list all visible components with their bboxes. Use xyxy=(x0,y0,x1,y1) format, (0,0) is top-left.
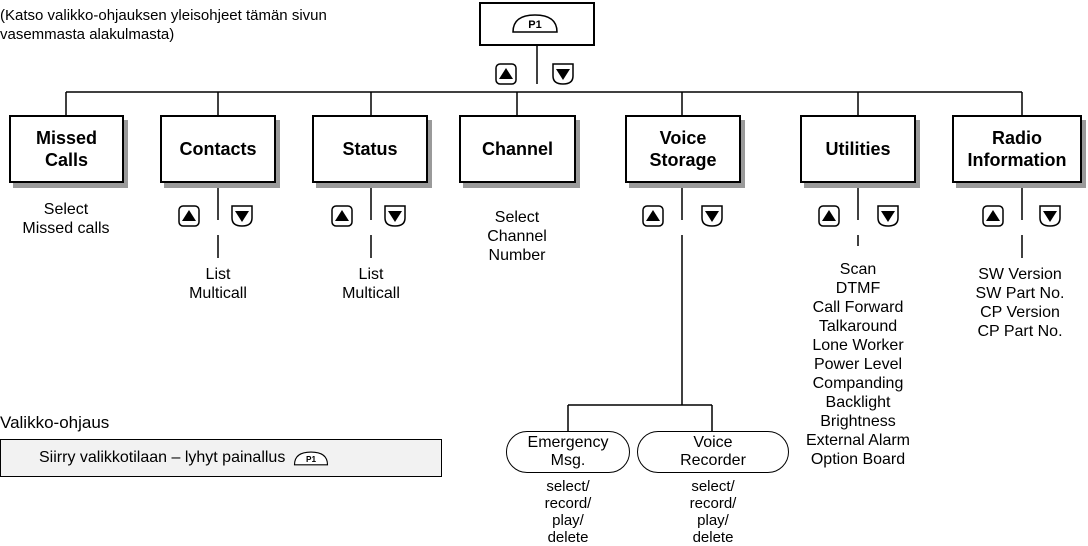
navigation-heading: Valikko-ohjaus xyxy=(0,413,110,432)
up-arrow-icon xyxy=(495,63,517,85)
utilities-options: Scan DTMF Call Forward Talkaround Lone W… xyxy=(805,261,911,468)
p1-key-label: P1 xyxy=(528,19,541,31)
menu-item-channel: Channel xyxy=(459,115,576,183)
voice-recorder-node: Voice Recorder xyxy=(637,431,789,473)
root-p1-box: P1 xyxy=(479,2,595,46)
menu-item-utilities: Utilities xyxy=(800,115,916,183)
down-arrow-icon xyxy=(877,205,899,227)
emergency-msg-node: Emergency Msg. xyxy=(506,431,630,473)
down-arrow-icon xyxy=(1039,205,1061,227)
down-arrow-icon xyxy=(552,63,574,85)
menu-item-status: Status xyxy=(312,115,428,183)
nav-key-label: P1 xyxy=(306,455,317,464)
menu-item-voice-storage: Voice Storage xyxy=(625,115,741,183)
enter-menu-text: Siirry valikkotilaan – lyhyt painallus xyxy=(39,449,286,466)
up-arrow-icon xyxy=(982,205,1004,227)
down-arrow-icon xyxy=(701,205,723,227)
contacts-options: List Multicall xyxy=(189,266,247,302)
channel-options: Select Channel Number xyxy=(487,209,547,264)
emergency-msg-actions: select/ record/ play/ delete xyxy=(544,478,592,546)
up-arrow-icon xyxy=(818,205,840,227)
menu-item-radio-information: Radio Information xyxy=(952,115,1082,183)
up-arrow-icon xyxy=(178,205,200,227)
up-arrow-icon xyxy=(331,205,353,227)
up-arrow-icon xyxy=(642,205,664,227)
menu-item-missed-calls: Missed Calls xyxy=(9,115,124,183)
missed-calls-options: Select Missed calls xyxy=(22,201,110,237)
radio-information-options: SW Version SW Part No. CP Version CP Par… xyxy=(975,266,1065,340)
down-arrow-icon xyxy=(231,205,253,227)
connector-lines xyxy=(65,46,1023,431)
menu-item-contacts: Contacts xyxy=(160,115,276,183)
intro-note: (Katso valikko-ohjauksen yleisohjeet täm… xyxy=(0,7,327,43)
p1-key-icon: P1 xyxy=(294,451,329,466)
status-options: List Multicall xyxy=(342,266,400,302)
navigation-instruction-box: Siirry valikkotilaan – lyhyt painallus P… xyxy=(0,439,442,477)
voice-recorder-actions: select/ record/ play/ delete xyxy=(689,478,737,546)
down-arrow-icon xyxy=(384,205,406,227)
p1-key-icon: P1 xyxy=(512,14,558,33)
